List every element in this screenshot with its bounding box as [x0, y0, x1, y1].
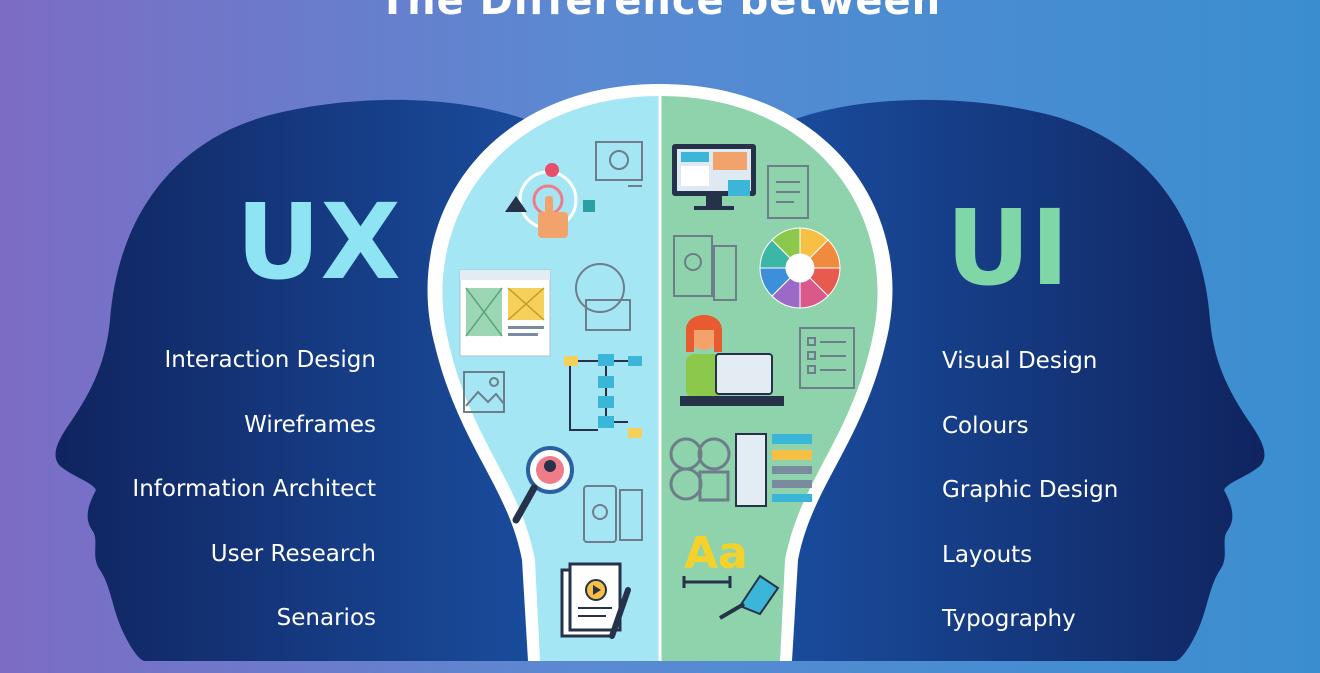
ux-topic-item: Information Architect [132, 476, 376, 502]
magnifier-user-icon [512, 446, 574, 524]
mobile-wireframe-icon [583, 485, 643, 543]
ux-topic-list: Interaction Design Wireframes Informatio… [132, 349, 376, 672]
ux-topic-item: Wireframes [244, 411, 376, 438]
ui-topic-item: Colours [942, 412, 1029, 439]
ux-topic-item: Interaction Design [164, 347, 376, 373]
ui-topic-item: Layouts [942, 541, 1033, 568]
wireframe-card-icon [459, 269, 551, 357]
camera-wireframe-icon [595, 141, 643, 187]
typography-glyph: Aa [684, 528, 748, 579]
color-wheel-icon [759, 227, 841, 309]
ui-topic-item: Typography [942, 606, 1076, 632]
ui-heading: UI [946, 187, 1070, 309]
typography-icon: Aa [682, 528, 780, 620]
document-icon [767, 165, 809, 219]
ui-topic-item: Visual Design [942, 348, 1098, 374]
ux-topic-item: Senarios [276, 605, 376, 631]
style-guide-icon [735, 433, 812, 507]
shapes-icon [669, 437, 731, 502]
tap-target-icon [505, 163, 595, 238]
gadget-wireframe-icon [673, 235, 737, 301]
ui-topic-item: Graphic Design [942, 477, 1119, 503]
ux-heading: UX [236, 181, 401, 303]
user-flow-icon [564, 354, 642, 438]
ui-topic-list: Visual Design Colours Graphic Design Lay… [942, 350, 1118, 673]
designer-at-desk-icon [680, 315, 784, 406]
image-placeholder-icon [463, 371, 505, 413]
checklist-icon [799, 327, 855, 389]
document-video-icon [560, 562, 631, 639]
page-title: The Difference between [378, 0, 942, 24]
ux-topic-item: User Research [210, 540, 376, 567]
target-sketch-icon [575, 263, 631, 331]
monitor-ui-icon [672, 144, 756, 210]
